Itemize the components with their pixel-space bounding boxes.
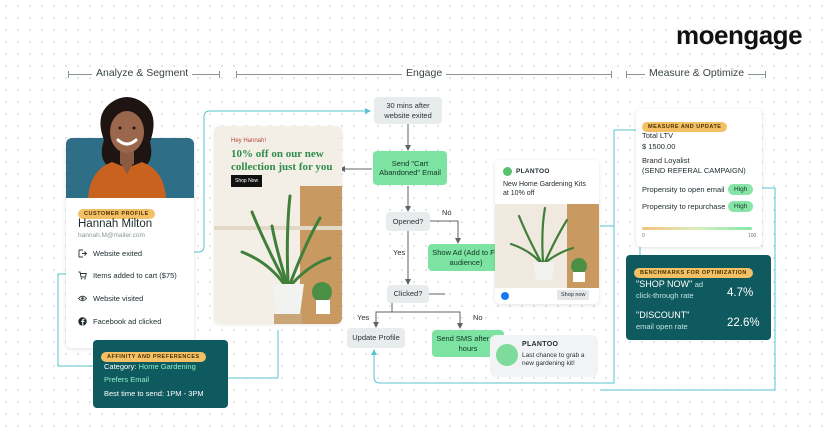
affinity-preferences-card: AFFINITY AND PREFERENCES Category: Home … bbox=[93, 340, 228, 408]
propensity-email-label: Propensity to open email bbox=[642, 185, 725, 194]
referral-campaign-label: (SEND REFERAL CAMPAIGN) bbox=[642, 166, 746, 175]
benchmark-suffix: ad bbox=[694, 280, 704, 289]
update-profile-node: Update Profile bbox=[347, 328, 405, 348]
category-value: Home Gardening bbox=[138, 362, 196, 371]
divider-tick bbox=[236, 71, 237, 78]
profile-item-facebook: Facebook ad clicked bbox=[78, 317, 161, 326]
divider-tick bbox=[765, 71, 766, 78]
best-time-label: Best time to send: bbox=[104, 389, 165, 398]
benchmark-quote: "SHOP NOW" bbox=[636, 279, 693, 289]
propensity-scale-bar bbox=[642, 227, 752, 230]
email-plant-illustration bbox=[240, 194, 332, 324]
category-label: Category: bbox=[104, 362, 137, 371]
ad-brand-name: PLANTOO bbox=[516, 168, 550, 175]
facebook-ad-card: PLANTOO New Home Gardening Kits at 10% o… bbox=[495, 160, 599, 304]
ad-image bbox=[495, 204, 599, 288]
measure-tag-wrap: MEASURE AND UPDATE bbox=[642, 115, 728, 133]
propensity-email-badge: High bbox=[728, 184, 754, 195]
sms-text: Last chance to grab a new gardening kit! bbox=[522, 352, 585, 368]
benchmark-shop-now-value: 4.7% bbox=[727, 287, 754, 299]
email-greeting: Hey Hannah! bbox=[231, 138, 267, 144]
profile-item-cart: Items added to cart ($75) bbox=[78, 271, 177, 280]
sms-preview-card: PLANTOO Last chance to grab a new garden… bbox=[490, 335, 598, 377]
eye-icon bbox=[78, 294, 87, 303]
scale-max-label: 100 bbox=[748, 233, 757, 239]
propensity-repurchase-badge: High bbox=[728, 201, 754, 212]
affinity-best-time: Best time to send: 1PM - 3PM bbox=[104, 389, 204, 398]
benchmark-shop-now-sub: click-through rate bbox=[636, 291, 694, 300]
like-icon bbox=[501, 292, 509, 300]
benchmark-discount-title: "DISCOUNT" bbox=[636, 310, 690, 320]
profile-item-label: Website exited bbox=[93, 249, 143, 258]
clicked-no-label: No bbox=[473, 313, 483, 322]
benchmarks-tag-wrap: BENCHMARKS FOR OPTIMIZATION bbox=[634, 261, 753, 279]
affinity-prefers: Prefers Email bbox=[104, 375, 150, 384]
customer-profile-tag: CUSTOMER PROFILE bbox=[78, 209, 155, 219]
sms-brand-name: PLANTOO bbox=[522, 341, 559, 348]
profile-email: hannah.M@mailer.com bbox=[78, 232, 145, 239]
scale-min-label: 0 bbox=[642, 233, 645, 239]
affinity-tag: AFFINITY AND PREFERENCES bbox=[101, 352, 206, 362]
best-time-value: 1PM - 3PM bbox=[166, 389, 204, 398]
profile-item-website-visited: Website visited bbox=[78, 294, 143, 303]
benchmarks-tag: BENCHMARKS FOR OPTIMIZATION bbox=[634, 268, 753, 278]
customer-avatar bbox=[82, 92, 172, 198]
section-measure-label: Measure & Optimize bbox=[645, 67, 749, 79]
facebook-icon bbox=[78, 317, 87, 326]
opened-yes-label: Yes bbox=[393, 248, 406, 257]
profile-name: Hannah Milton bbox=[78, 218, 153, 230]
benchmark-discount-sub: email open rate bbox=[636, 322, 688, 331]
opened-no-label: No bbox=[442, 208, 452, 217]
total-ltv-label: Total LTV bbox=[642, 131, 674, 140]
cart-icon bbox=[78, 271, 87, 280]
email-shelf bbox=[214, 226, 342, 230]
profile-item-label: Website visited bbox=[93, 294, 144, 303]
email-shop-now-button[interactable]: Shop Now bbox=[231, 175, 263, 187]
benchmark-shop-now-title: "SHOP NOW" ad bbox=[636, 279, 703, 289]
exit-icon bbox=[78, 249, 87, 258]
benchmarks-card: BENCHMARKS FOR OPTIMIZATION "SHOP NOW" a… bbox=[626, 255, 771, 340]
propensity-repurchase-label: Propensity to repurchase bbox=[642, 202, 726, 211]
wait-30-mins-node: 30 mins after website exited bbox=[374, 97, 442, 124]
opened-decision-node: Opened? bbox=[386, 212, 430, 231]
plantoo-logo-icon bbox=[503, 167, 512, 176]
benchmark-discount-value: 22.6% bbox=[727, 317, 760, 329]
affinity-tag-wrap: AFFINITY AND PREFERENCES bbox=[101, 345, 206, 363]
profile-item-website-exited: Website exited bbox=[78, 249, 142, 258]
divider-tick bbox=[219, 71, 220, 78]
clicked-decision-node: Clicked? bbox=[387, 285, 429, 303]
clicked-yes-label: Yes bbox=[357, 313, 370, 322]
moengage-logo: moengage bbox=[676, 20, 803, 50]
divider-tick bbox=[626, 71, 627, 78]
ad-shop-now-button[interactable]: Shop now bbox=[557, 290, 590, 300]
customer-profile-tag-wrap: CUSTOMER PROFILE bbox=[78, 202, 155, 220]
ad-brand-row: PLANTOO bbox=[503, 167, 550, 176]
email-creative-card: Hey Hannah! 10% off on our new collectio… bbox=[214, 126, 342, 324]
divider-tick bbox=[611, 71, 612, 78]
plantoo-avatar-icon bbox=[496, 344, 518, 366]
section-analyze-label: Analyze & Segment bbox=[92, 67, 193, 79]
divider-tick bbox=[68, 71, 69, 78]
brand-loyalist-label: Brand Loyalist bbox=[642, 156, 690, 165]
measure-tag: MEASURE AND UPDATE bbox=[642, 122, 728, 132]
affinity-category: Category: Home Gardening bbox=[104, 362, 196, 371]
measure-update-card: MEASURE AND UPDATE Total LTV $ 1500.00 B… bbox=[636, 109, 762, 247]
send-cart-abandoned-email-node: Send "Cart Abandoned" Email bbox=[373, 151, 447, 185]
section-engage-label: Engage bbox=[402, 67, 447, 79]
email-headline: 10% off on our new collection just for y… bbox=[231, 148, 333, 173]
total-ltv-value: $ 1500.00 bbox=[642, 142, 676, 151]
profile-item-label: Facebook ad clicked bbox=[93, 317, 162, 326]
ad-text: New Home Gardening Kits at 10% off bbox=[503, 181, 586, 197]
show-ad-node: Show Ad (Add to FB audience) bbox=[428, 244, 504, 271]
profile-item-label: Items added to cart ($75) bbox=[93, 271, 177, 280]
ad-plant-illustration bbox=[509, 206, 587, 282]
